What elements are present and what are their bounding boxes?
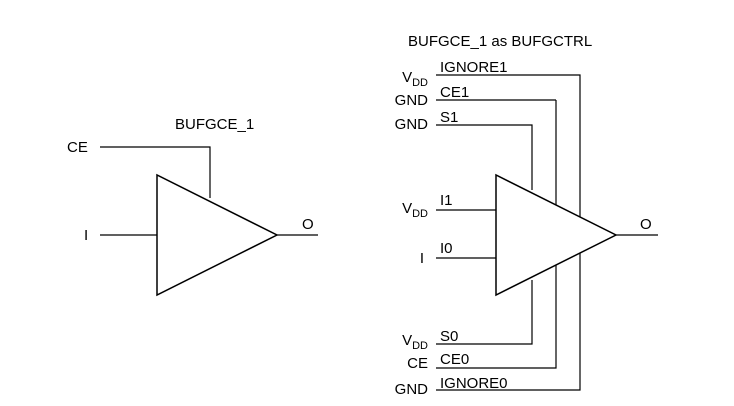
- src-ce1: GND: [395, 92, 429, 109]
- left-i-label: I: [84, 227, 88, 244]
- bufgctrl-symbol: BUFGCE_1 as BUFGCTRL O IGNORE1 CE1 S1 I1…: [395, 33, 658, 398]
- left-output-label: O: [302, 216, 314, 233]
- right-output-label: O: [640, 216, 652, 233]
- pin-label-ce0: CE0: [440, 351, 469, 368]
- left-title: BUFGCE_1: [175, 116, 254, 133]
- src-i1: VDD: [402, 200, 428, 220]
- src-ignore1: VDD: [402, 69, 428, 89]
- s1-wire: [436, 124, 533, 190]
- bufgctrl-triangle: [495, 173, 618, 297]
- pin-label-ignore1: IGNORE1: [440, 59, 508, 76]
- left-buffer-triangle: [156, 173, 279, 297]
- right-title: BUFGCE_1 as BUFGCTRL: [408, 33, 592, 50]
- left-ce-label: CE: [67, 139, 88, 156]
- pin-label-s0: S0: [440, 328, 458, 345]
- pin-label-i1: I1: [440, 192, 453, 209]
- bufgce-1-symbol: BUFGCE_1 CE I O: [67, 116, 318, 297]
- src-i0: I: [420, 250, 424, 267]
- src-ignore0: GND: [395, 381, 429, 398]
- pin-label-ce1: CE1: [440, 84, 469, 101]
- pin-label-s1: S1: [440, 109, 458, 126]
- pin-label-ignore0: IGNORE0: [440, 375, 508, 392]
- src-ce0: CE: [407, 355, 428, 372]
- s0-wire: [436, 280, 533, 345]
- pin-label-i0: I0: [440, 240, 453, 257]
- src-s0: VDD: [402, 332, 428, 352]
- ce0-wire: [436, 100, 557, 369]
- left-ce-wire: [100, 146, 211, 198]
- src-s1: GND: [395, 116, 429, 133]
